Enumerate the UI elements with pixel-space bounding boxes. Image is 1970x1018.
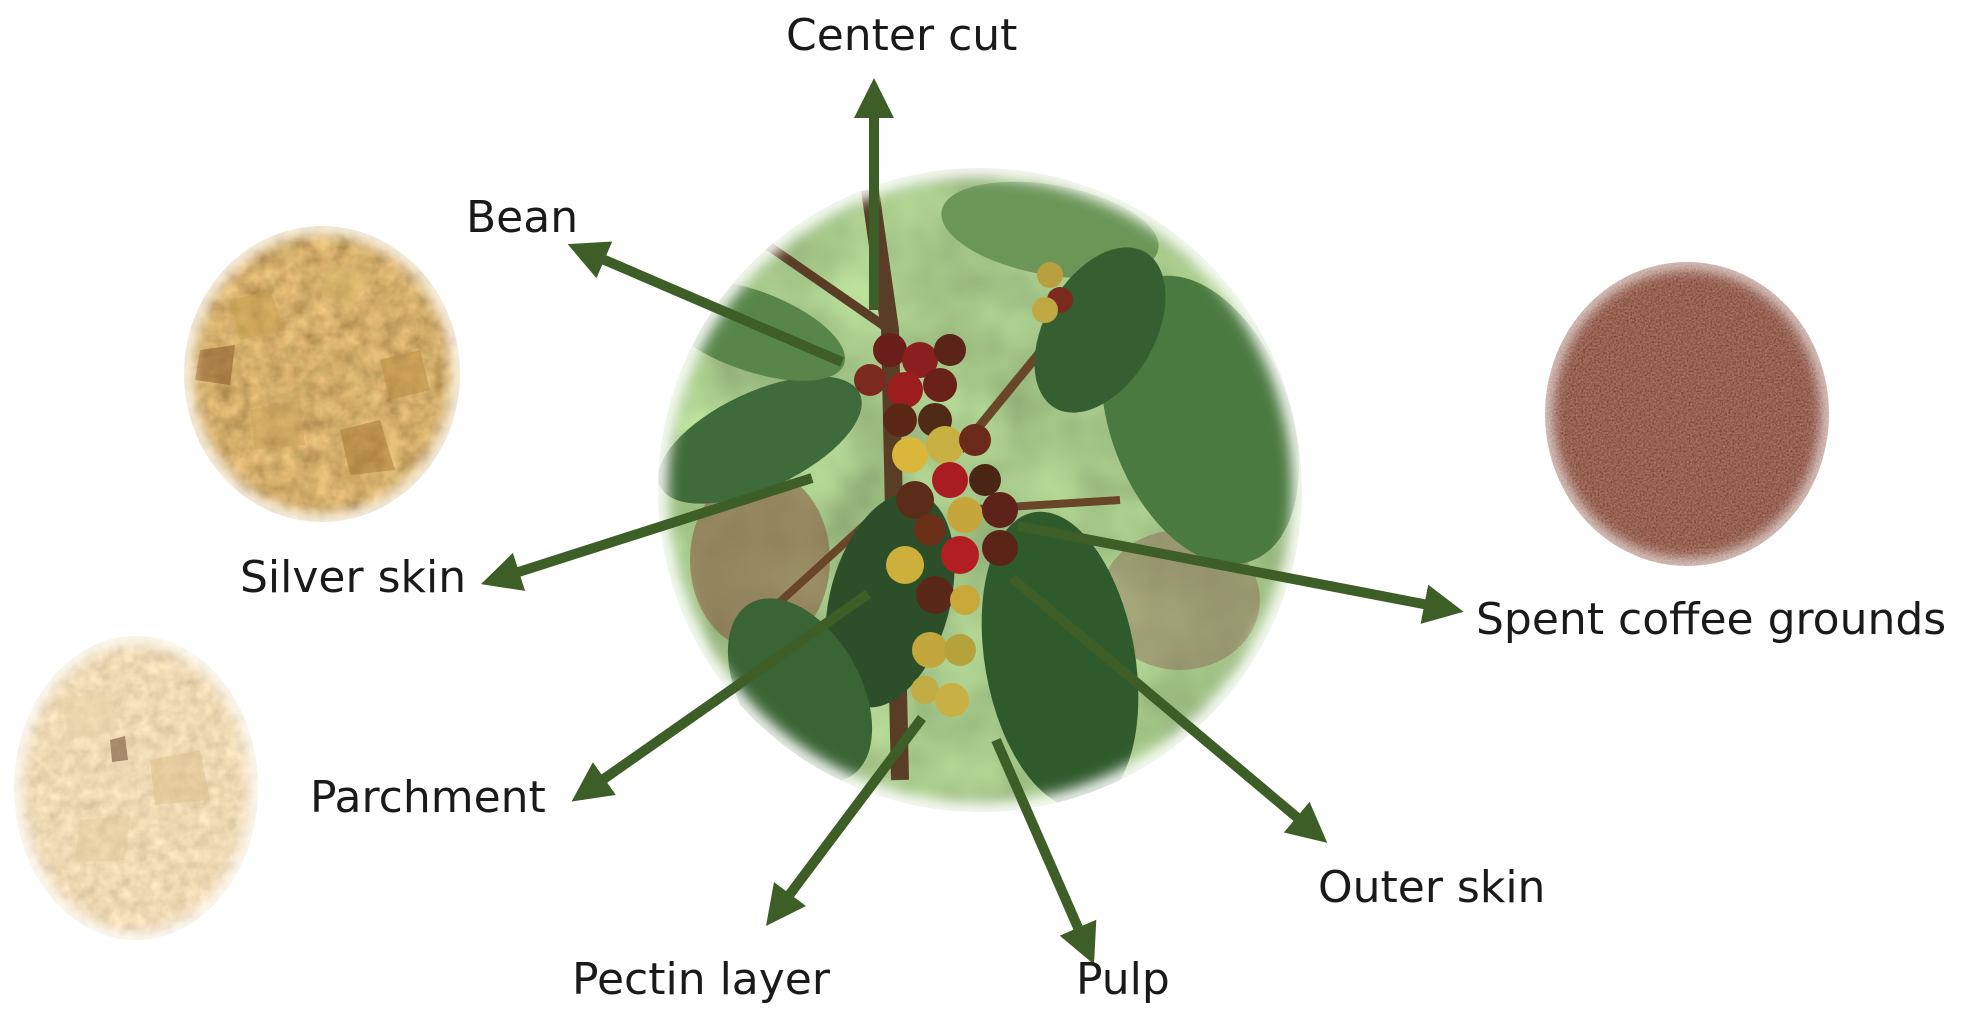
arrow-silver-skin — [480, 473, 814, 591]
label-pectin-layer: Pectin layer — [572, 954, 830, 1005]
arrow-spent-coffee-grounds — [1017, 521, 1464, 624]
label-pulp: Pulp — [1076, 954, 1170, 1005]
label-spent-coffee-grounds: Spent coffee grounds — [1476, 594, 1947, 645]
silver-skin-image — [177, 219, 467, 529]
label-silver-skin: Silver skin — [240, 552, 467, 603]
label-outer-skin: Outer skin — [1318, 862, 1546, 913]
arrow-pulp — [991, 737, 1097, 965]
label-center-cut: Center cut — [786, 10, 1018, 61]
arrow-bean — [567, 241, 844, 367]
coffee-plant-image — [649, 159, 1311, 821]
arrow-parchment — [571, 589, 871, 802]
coffee-cherries — [854, 262, 1073, 717]
spent-coffee-grounds-image — [1540, 257, 1834, 571]
label-parchment: Parchment — [310, 772, 546, 823]
arrows — [480, 78, 1464, 965]
label-bean: Bean — [466, 192, 579, 243]
arrow-pectin-layer — [766, 715, 926, 926]
arrow-outer-skin — [1008, 574, 1328, 843]
parchment-image — [7, 629, 265, 947]
